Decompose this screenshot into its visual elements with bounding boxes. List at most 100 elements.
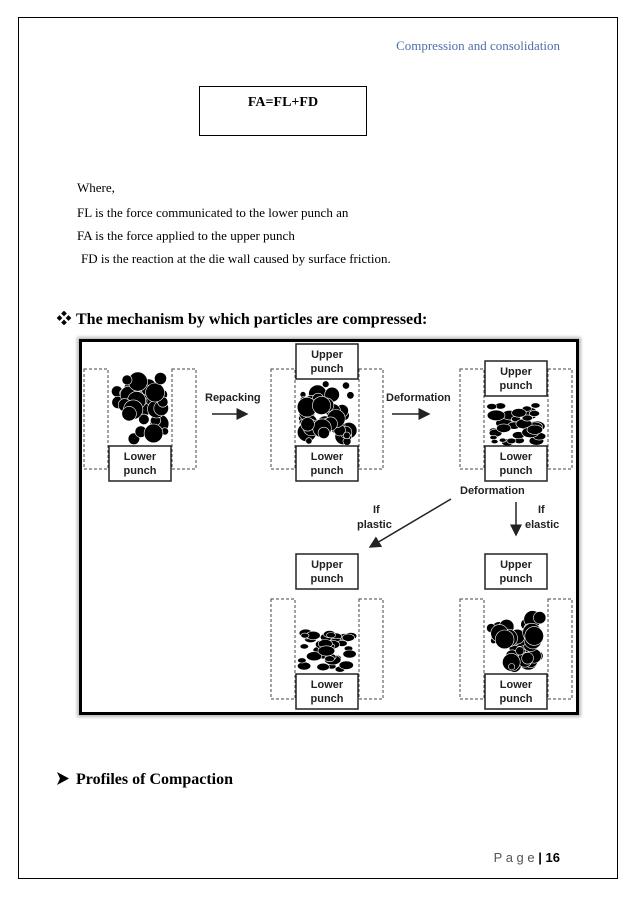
upper-punch-plastic-line1: Upper bbox=[311, 559, 344, 571]
die-stage2-left-wall bbox=[270, 368, 296, 470]
particle bbox=[299, 643, 309, 650]
particle bbox=[342, 381, 350, 390]
upper-punch-plastic-line2: punch bbox=[311, 573, 344, 585]
die-elastic-right-wall bbox=[547, 598, 573, 700]
upper-punch-plastic bbox=[295, 553, 359, 590]
particle bbox=[524, 626, 544, 646]
particle bbox=[145, 382, 165, 403]
plastic-arrow bbox=[368, 498, 452, 548]
deformation-label-top: Deformation bbox=[386, 392, 451, 404]
lower-punch-stage1-line1: Lower bbox=[124, 451, 157, 463]
compression-mechanism-svg: Lower punch Upper punch Lower punch Uppe… bbox=[79, 339, 579, 715]
particle bbox=[533, 611, 547, 625]
die-elastic-left-wall bbox=[459, 598, 485, 700]
upper-punch-elastic-line2: punch bbox=[500, 573, 533, 585]
particle bbox=[521, 652, 534, 665]
particle bbox=[343, 431, 351, 440]
particle bbox=[502, 653, 521, 672]
particles-elastic bbox=[486, 610, 547, 673]
particle bbox=[490, 439, 499, 444]
lower-punch-stage2 bbox=[295, 445, 359, 482]
page-number: 16 bbox=[545, 850, 560, 865]
particle bbox=[508, 663, 516, 671]
particle bbox=[312, 396, 331, 415]
lower-punch-stage1 bbox=[108, 445, 172, 482]
where-label: Where, bbox=[77, 180, 115, 195]
upper-punch-elastic bbox=[484, 553, 548, 590]
die-stage2-right-wall bbox=[358, 368, 384, 470]
upper-punch-elastic-line1: Upper bbox=[500, 559, 533, 571]
particle bbox=[300, 417, 315, 432]
upper-punch-stage2-line1: Upper bbox=[311, 349, 344, 361]
definition-fl: FL is the force communicated to the lowe… bbox=[77, 205, 349, 220]
particle bbox=[528, 410, 540, 417]
particle bbox=[494, 629, 515, 650]
particles-stage2 bbox=[296, 380, 358, 446]
lower-punch-plastic-line1: Lower bbox=[311, 679, 344, 691]
particle bbox=[346, 391, 355, 400]
particle bbox=[306, 651, 323, 662]
particle bbox=[121, 406, 137, 422]
particle bbox=[498, 437, 507, 443]
if-label-plastic: If bbox=[373, 504, 380, 516]
particle bbox=[317, 426, 330, 439]
equation-text: FA=FL+FD bbox=[247, 95, 319, 110]
lower-punch-stage3 bbox=[484, 445, 548, 482]
particle bbox=[324, 655, 335, 663]
lower-punch-stage3-line2: punch bbox=[500, 465, 533, 477]
die-plastic-right-wall bbox=[358, 598, 384, 700]
particle bbox=[342, 649, 357, 659]
diagram-frame bbox=[79, 339, 579, 715]
particle bbox=[317, 645, 336, 657]
particle bbox=[486, 409, 506, 421]
particle bbox=[511, 408, 527, 418]
lower-punch-plastic-line2: punch bbox=[311, 693, 344, 705]
equation-box: FA=FL+FD bbox=[199, 86, 367, 136]
particle bbox=[341, 633, 355, 642]
particles-stage3 bbox=[486, 402, 547, 447]
particles-stage1 bbox=[111, 371, 170, 445]
particle bbox=[521, 414, 533, 422]
particle bbox=[305, 437, 313, 445]
lower-punch-elastic-line1: Lower bbox=[500, 679, 533, 691]
lower-punch-stage2-line1: Lower bbox=[311, 451, 344, 463]
particle bbox=[486, 403, 498, 410]
lower-punch-plastic bbox=[295, 673, 359, 710]
page-footer: P a g e | 16 bbox=[494, 850, 560, 865]
page-border bbox=[18, 17, 618, 879]
lower-punch-elastic-line2: punch bbox=[500, 693, 533, 705]
die-stage1-right-wall bbox=[171, 368, 197, 470]
die-walls-top-row bbox=[83, 368, 573, 700]
definition-fa: FA is the force applied to the upper pun… bbox=[77, 228, 295, 243]
particles-plastic bbox=[297, 628, 358, 673]
particle bbox=[300, 632, 310, 639]
particle-clusters bbox=[111, 371, 547, 673]
lower-punch-stage2-line2: punch bbox=[311, 465, 344, 477]
profiles-heading-text: Profiles of Compaction bbox=[76, 771, 234, 788]
particle bbox=[506, 437, 517, 444]
particle bbox=[143, 423, 164, 444]
mechanism-heading-text: The mechanism by which particles are com… bbox=[76, 311, 428, 328]
particle bbox=[530, 402, 541, 409]
upper-punch-stage3-line1: Upper bbox=[500, 366, 533, 378]
upper-punch-stage2-line2: punch bbox=[311, 363, 344, 375]
plastic-label: plastic bbox=[357, 519, 392, 531]
particle bbox=[154, 372, 167, 385]
die-plastic-left-wall bbox=[270, 598, 296, 700]
upper-punch-stage2 bbox=[295, 343, 359, 380]
upper-punch-stage3-line2: punch bbox=[500, 380, 533, 392]
particle bbox=[515, 646, 525, 656]
particle bbox=[316, 662, 330, 672]
lower-punch-stage3-line1: Lower bbox=[500, 451, 533, 463]
compression-mechanism-diagram: Lower punch Upper punch Lower punch Uppe… bbox=[79, 339, 579, 715]
particle bbox=[297, 661, 312, 671]
deformation-label-branch: Deformation bbox=[460, 485, 525, 497]
lower-punch-stage1-line2: punch bbox=[124, 465, 157, 477]
repacking-label: Repacking bbox=[205, 392, 261, 404]
particle bbox=[322, 380, 330, 388]
particle bbox=[496, 423, 512, 433]
diamond-bullet-icon bbox=[56, 310, 72, 326]
profiles-heading: Profiles of Compaction bbox=[56, 771, 233, 789]
elastic-label: elastic bbox=[525, 519, 559, 531]
arrowhead-bullet-icon bbox=[56, 772, 70, 785]
